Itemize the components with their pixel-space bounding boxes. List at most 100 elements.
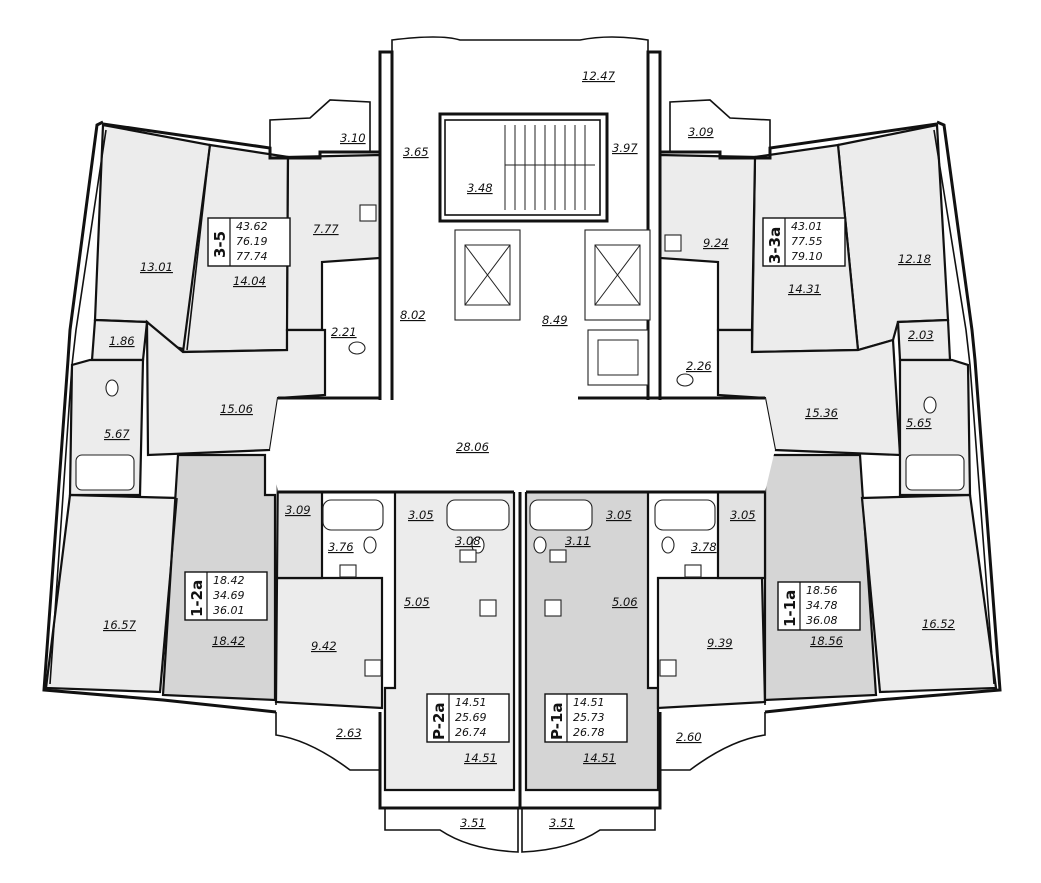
wall-right-outer [764,120,1002,714]
balconies [269,36,771,853]
tag-apartment-1-2a: 1-2a 18.42 34.69 36.01 [184,571,268,621]
area-bath-5-65: 5.65 [906,416,932,430]
area-wc-1-86: 1.86 [109,334,135,348]
area-vest-tr: 3.97 [612,141,638,155]
area-stair-landing: 3.48 [467,181,493,195]
area-balcony-3-51b: 3.51 [549,816,575,830]
bathtub-3-78 [654,499,716,531]
tag-code-1-1a: 1-1a [781,590,799,627]
area-balcony-tl: 3.10 [340,131,366,145]
wall-tower-r [646,50,662,400]
balcony-3-09 [669,99,771,152]
room-living-18-56 [763,453,878,702]
tag-total-3-3a: 77.55 [791,235,823,248]
area-kitchen-3-3a: 9.24 [703,236,729,250]
wall-left-outer [42,120,277,714]
bathtub-3-11 [529,499,593,531]
balcony-3-51a [384,808,519,853]
room-bedroom-16-52 [860,493,998,694]
room-bedroom-16-57 [44,493,179,694]
wall-top-left [102,122,380,160]
area-wc-2-03: 2.03 [908,328,934,342]
bathtub-5-65 [905,454,965,491]
room-kitchen-7-77 [285,153,382,332]
loggia-2-63 [275,712,381,771]
room-hall-15-06 [145,319,327,457]
area-bath-3-11: 3.11 [565,534,591,548]
area-loggia-2-60: 2.60 [676,730,702,744]
wall-tower [378,50,394,400]
area-kitchen-5-05: 5.05 [404,595,430,609]
balcony-top-12-47 [391,36,649,52]
area-hall-3-05b: 3.05 [606,508,632,522]
tag-code-3-3a: 3-3a [766,227,784,264]
tag-total-balcony-3-3a: 79.10 [791,250,823,263]
loggia-2-60 [659,712,766,771]
apartment-tags: 3-5 43.62 76.19 77.74 3-3a 43.01 77.55 7… [184,217,861,743]
wall-top-right [660,122,938,160]
area-loggia-2-63: 2.63 [336,726,362,740]
area-bed-16-52: 16.52 [922,617,955,631]
area-kitchen-3-5: 7.77 [313,222,339,236]
tag-total-balcony-p-1a: 26.78 [573,726,605,739]
area-balcony-top: 12.47 [582,69,616,83]
tag-apartment-p-2a: P-2a 14.51 25.69 26.74 [426,693,510,743]
bathtub-3-76 [322,499,384,531]
elevator-small [587,329,649,386]
tag-living-1-1a: 18.56 [806,584,838,597]
tag-apartment-1-1a: 1-1a 18.56 34.78 36.08 [777,581,861,631]
walls [42,50,1002,810]
area-studio-14-51b: 14.51 [583,751,616,765]
area-common-corridor: 28.06 [456,440,489,454]
stair-treads [504,125,595,210]
tag-total-balcony-1-2a: 36.01 [213,604,245,617]
area-studio-14-51a: 14.51 [464,751,497,765]
area-bed-13-01: 13.01 [140,260,173,274]
area-wc-2-21: 2.21 [331,325,357,339]
area-hall-3-05a: 3.05 [408,508,434,522]
tag-total-1-2a: 34.69 [213,589,245,602]
area-hall-3-09: 3.09 [285,503,311,517]
tag-total-balcony-1-1a: 36.08 [806,614,838,627]
area-bath-3-78: 3.78 [691,540,717,554]
area-living-18-56: 18.56 [810,634,843,648]
bathtub-3-08 [446,499,510,531]
tag-apartment-p-1a: P-1a 14.51 25.73 26.78 [544,693,628,743]
tag-apartment-3-3a: 3-3a 43.01 77.55 79.10 [762,217,846,267]
tag-code-p-2a: P-2a [430,702,448,740]
area-corr-8-02: 8.02 [400,308,426,322]
area-bed-12-18: 12.18 [898,252,931,266]
tag-living-p-1a: 14.51 [573,696,605,709]
tag-apartment-3-5: 3-5 43.62 76.19 77.74 [207,217,291,267]
balcony-3-51b [521,808,656,853]
area-kitchen-9-42: 9.42 [311,639,337,653]
stair-core [444,119,601,216]
area-kitchen-9-39: 9.39 [707,636,733,650]
bathtub-5-67 [75,454,135,491]
area-hall-tl: 3.65 [403,145,429,159]
room-studio-14-51b [524,490,660,792]
tag-total-p-1a: 25.73 [573,711,605,724]
wall-left-outer-inner [49,129,107,685]
area-hall-15-06: 15.06 [220,402,253,416]
area-bed-16-57: 16.57 [103,618,137,632]
area-bath-3-08: 3.08 [455,534,481,548]
wall-right-outer-inner [933,129,995,685]
area-bath-3-76: 3.76 [328,540,354,554]
tag-total-balcony-p-2a: 26.74 [455,726,487,739]
tag-code-p-1a: P-1a [548,702,566,740]
tag-total-p-2a: 25.69 [455,711,487,724]
area-bed-14-04: 14.04 [233,274,266,288]
fixtures [75,125,965,677]
tag-living-3-3a: 43.01 [791,220,823,233]
area-kitchen-5-06: 5.06 [612,595,638,609]
area-living-18-42: 18.42 [212,634,245,648]
area-balcony-tr: 3.09 [688,125,714,139]
tag-total-3-5: 76.19 [236,235,268,248]
room-area-labels: 12.47 3.10 3.09 3.65 3.48 3.97 7.77 13.0… [103,69,955,830]
tag-code-3-5: 3-5 [211,231,229,258]
tag-total-1-1a: 34.78 [806,599,838,612]
tag-living-3-5: 43.62 [236,220,268,233]
area-bath-5-67: 5.67 [104,427,130,441]
